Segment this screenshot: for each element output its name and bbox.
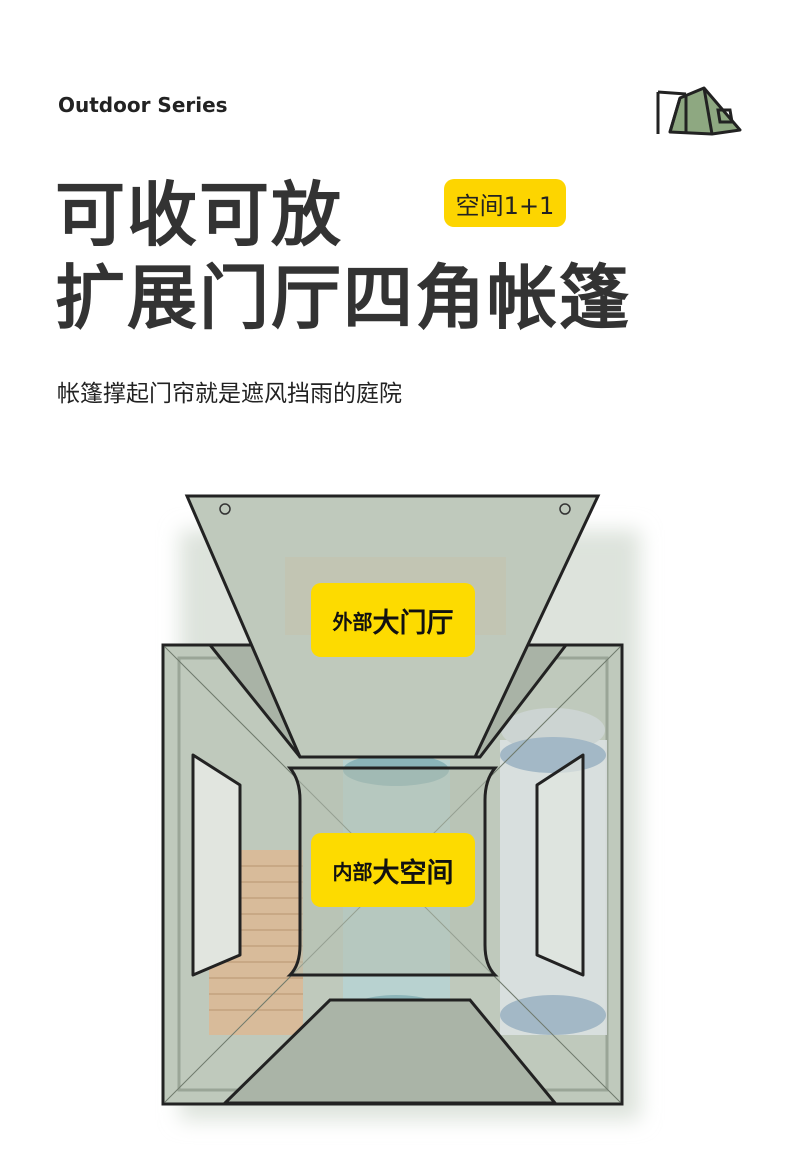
title-line-2: 扩展门厅四角帐篷 (55, 257, 631, 339)
tent-icon (656, 86, 742, 136)
left-window (191, 753, 242, 977)
grommet-left (219, 503, 231, 515)
outer-vestibule-label: 外部大门厅 (311, 583, 475, 657)
space-badge: 空间1+1 (444, 179, 566, 227)
outer-label-big: 大门厅 (372, 607, 454, 639)
front-door-flap (221, 998, 559, 1105)
title-line-1: 可收可放 (55, 174, 343, 256)
tent-top-view-diagram (161, 494, 640, 1120)
inner-space-label: 内部大空间 (311, 833, 475, 907)
inner-label-big: 大空间 (372, 857, 454, 889)
right-window (535, 753, 585, 977)
subtitle: 帐篷撑起门帘就是遮风挡雨的庭院 (57, 381, 402, 407)
outer-label-small: 外部 (332, 609, 373, 634)
series-label: Outdoor Series (58, 93, 228, 117)
grommet-right (559, 503, 571, 515)
inner-label-small: 内部 (332, 859, 373, 884)
